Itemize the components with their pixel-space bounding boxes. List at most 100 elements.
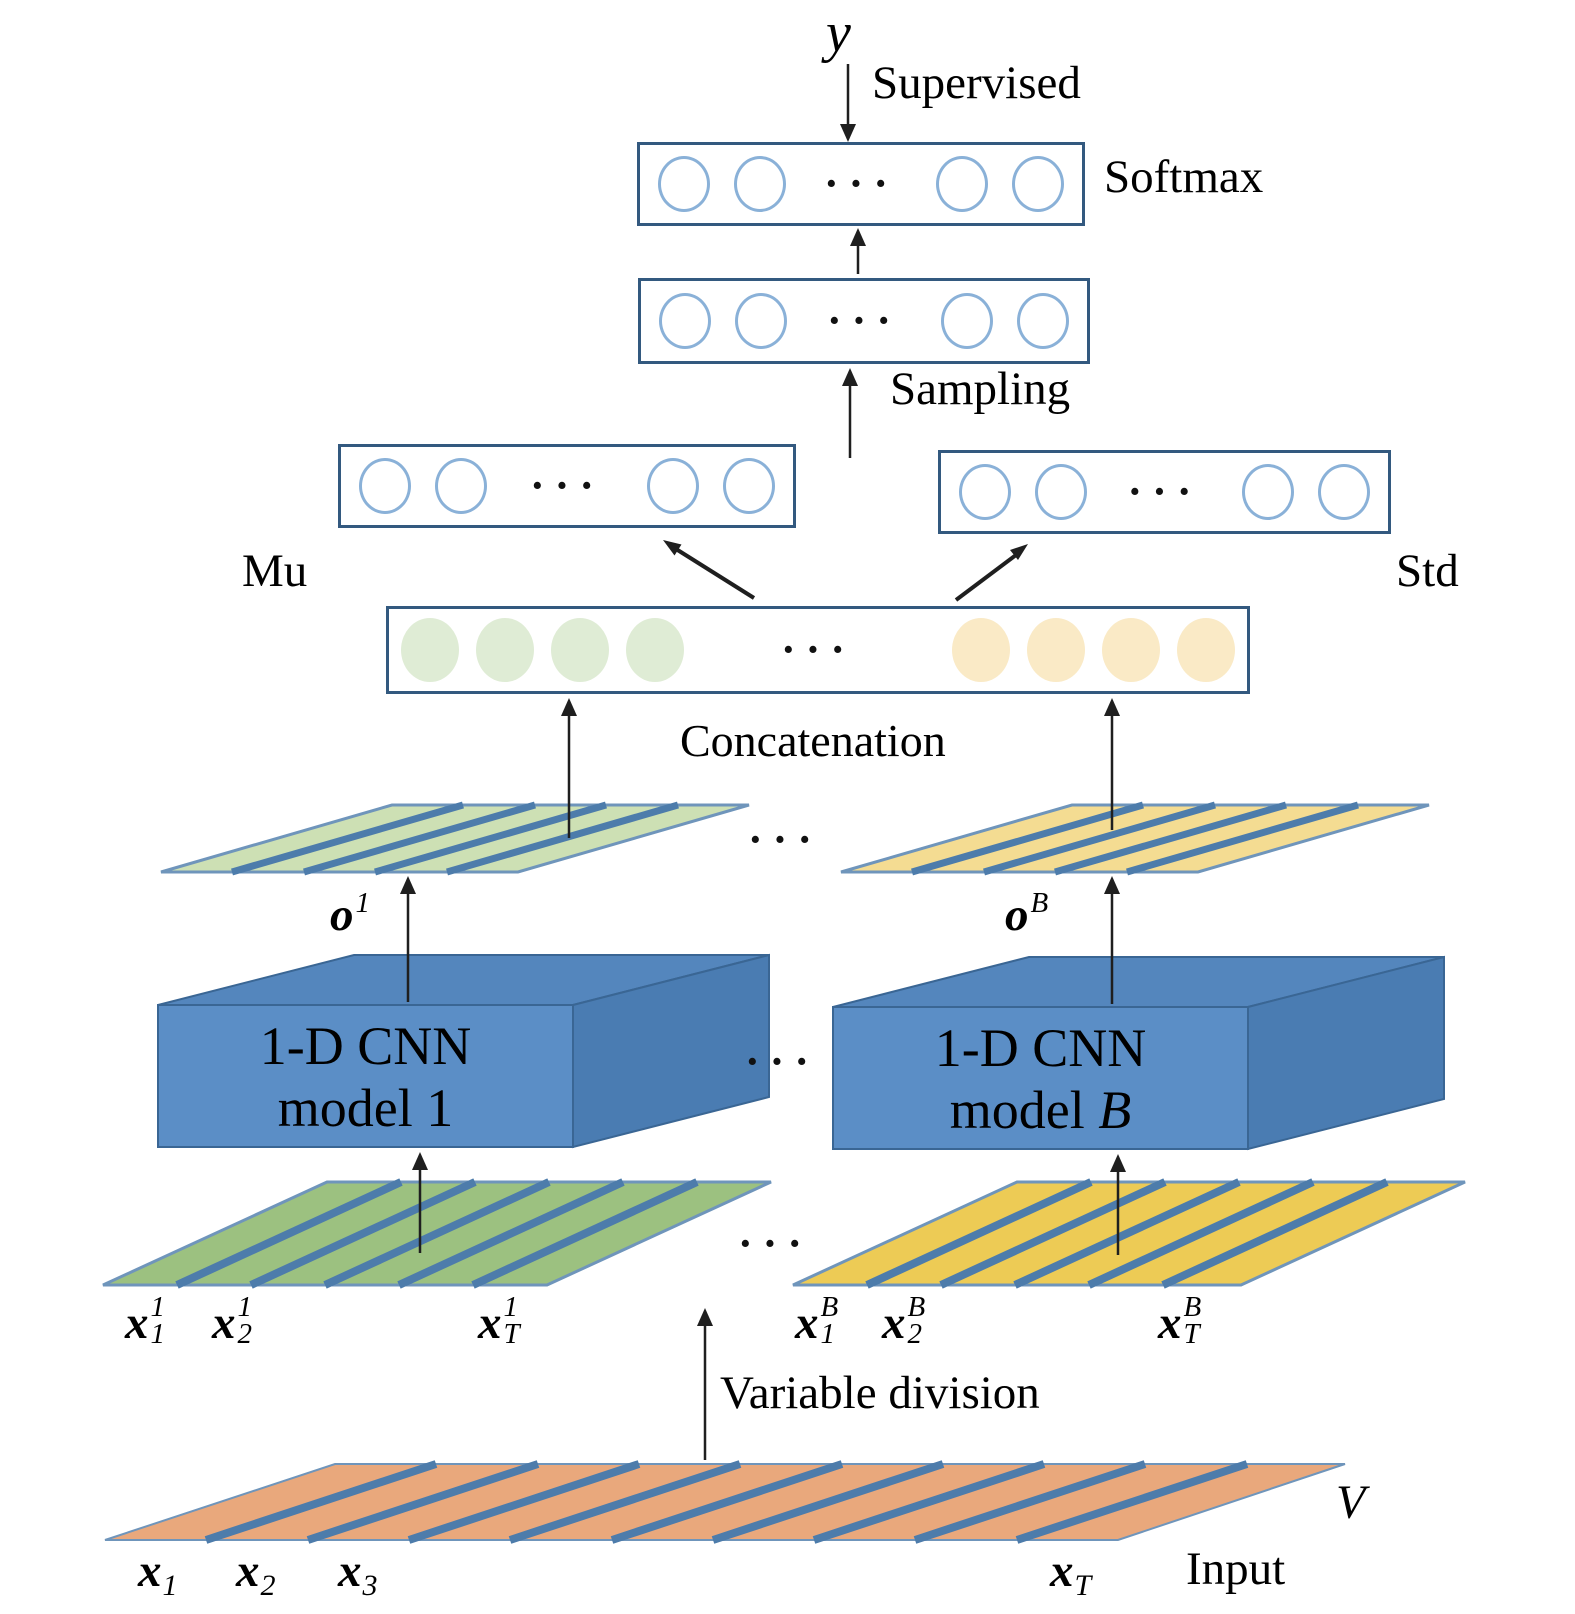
softmax-nodes-right <box>936 156 1064 212</box>
input-parallelogram <box>104 1460 1346 1544</box>
input-stripes <box>204 1460 1249 1544</box>
ellipsis: ··· <box>780 625 856 674</box>
ellipsis: ··· <box>529 461 605 510</box>
segment-B-parallelogram <box>792 1178 1466 1289</box>
variable-division-label: Variable division <box>720 1367 1040 1419</box>
neuron-circle <box>658 156 710 212</box>
neuron-circle <box>734 156 786 212</box>
arrow-cnn1-output <box>400 876 416 1002</box>
ellipsis: ··· <box>1127 467 1202 516</box>
concat-unit <box>952 618 1010 682</box>
ellipsis-cnn-boxes: ··· <box>745 1037 820 1086</box>
std-nodes-left <box>959 464 1087 520</box>
concat-unit <box>1027 618 1085 682</box>
concat-unit <box>1177 618 1235 682</box>
sampling-label: Sampling <box>890 363 1071 415</box>
arrow-concat-to-mu <box>663 540 756 600</box>
mu-nodes-left <box>359 458 487 514</box>
cnnB-output-stripes <box>911 801 1359 876</box>
mu-nodes-right <box>647 458 775 514</box>
arrow-sampled-to-softmax <box>850 228 866 274</box>
segment-1-stripes <box>175 1178 699 1289</box>
neuron-circle <box>359 458 411 514</box>
cnnB-line2: model B <box>949 1080 1132 1140</box>
concat-unit <box>551 618 609 682</box>
cnn1-output-parallelogram <box>160 801 750 876</box>
neuron-circle <box>1017 293 1069 349</box>
cnn-model-1-label: 1-D CNN model 1 <box>158 1015 573 1139</box>
neuron-circle <box>1318 464 1370 520</box>
concat-yellow-units <box>952 618 1235 682</box>
mu-layer: ··· <box>338 444 796 528</box>
neuron-circle <box>659 293 711 349</box>
arrow-segmentB-to-cnnB <box>1110 1154 1126 1255</box>
concat-green-units <box>401 618 684 682</box>
neuron-circle <box>936 156 988 212</box>
neuron-circle <box>723 458 775 514</box>
ellipsis: ··· <box>823 159 899 208</box>
arrow-y-to-softmax <box>840 64 856 142</box>
cnn-model-B-label: 1-D CNN model B <box>833 1017 1248 1141</box>
neuron-circle <box>1035 464 1087 520</box>
arrow-cnnB-output <box>1104 876 1120 1004</box>
neuron-circle <box>735 293 787 349</box>
cnn-box-1 <box>157 953 770 1149</box>
cnn1-output-stripes <box>231 801 679 876</box>
arrow-concat-to-std <box>954 544 1028 602</box>
std-nodes-right <box>1242 464 1370 520</box>
sampled-nodes-left <box>659 293 787 349</box>
cnnB-line1: 1-D CNN <box>934 1018 1147 1078</box>
cnn1-line2: model 1 <box>277 1078 454 1138</box>
arrow-oB-to-concat <box>1104 698 1120 830</box>
cnn1-line1: 1-D CNN <box>259 1016 472 1076</box>
ellipsis-top-maps: ··· <box>748 815 823 864</box>
ellipsis-segments: ··· <box>738 1219 813 1268</box>
sampled-latent-layer: ··· <box>638 278 1090 364</box>
cnnB-output-parallelogram <box>840 801 1430 876</box>
ellipsis: ··· <box>826 296 902 345</box>
supervised-label: Supervised <box>872 57 1081 109</box>
segment-1-parallelogram <box>102 1178 772 1289</box>
std-label: Std <box>1396 545 1459 597</box>
concat-unit <box>401 618 459 682</box>
std-layer: ··· <box>938 450 1391 534</box>
concat-unit <box>476 618 534 682</box>
neuron-circle <box>1242 464 1294 520</box>
softmax-nodes-left <box>658 156 786 212</box>
arrow-o1-to-concat <box>561 698 577 838</box>
arrow-segment1-to-cnn1 <box>412 1152 428 1253</box>
segment-B-stripes <box>865 1178 1389 1289</box>
sampled-nodes-right <box>941 293 1069 349</box>
softmax-layer: ··· <box>637 142 1085 226</box>
concat-unit <box>626 618 684 682</box>
arrow-variable-division <box>697 1308 713 1460</box>
cnn-box-B <box>832 955 1445 1151</box>
neuron-circle <box>647 458 699 514</box>
concatenation-layer: ··· <box>386 606 1250 694</box>
neuron-circle <box>1012 156 1064 212</box>
concatenation-label: Concatenation <box>680 715 946 766</box>
y-label: y <box>826 2 851 64</box>
arrow-sampling <box>842 368 858 458</box>
mu-label: Mu <box>242 545 308 597</box>
concat-unit <box>1102 618 1160 682</box>
input-label: Input <box>1186 1543 1286 1595</box>
dimension-v-label: V <box>1336 1476 1366 1529</box>
neuron-circle <box>959 464 1011 520</box>
neuron-circle <box>435 458 487 514</box>
softmax-label: Softmax <box>1104 151 1264 203</box>
